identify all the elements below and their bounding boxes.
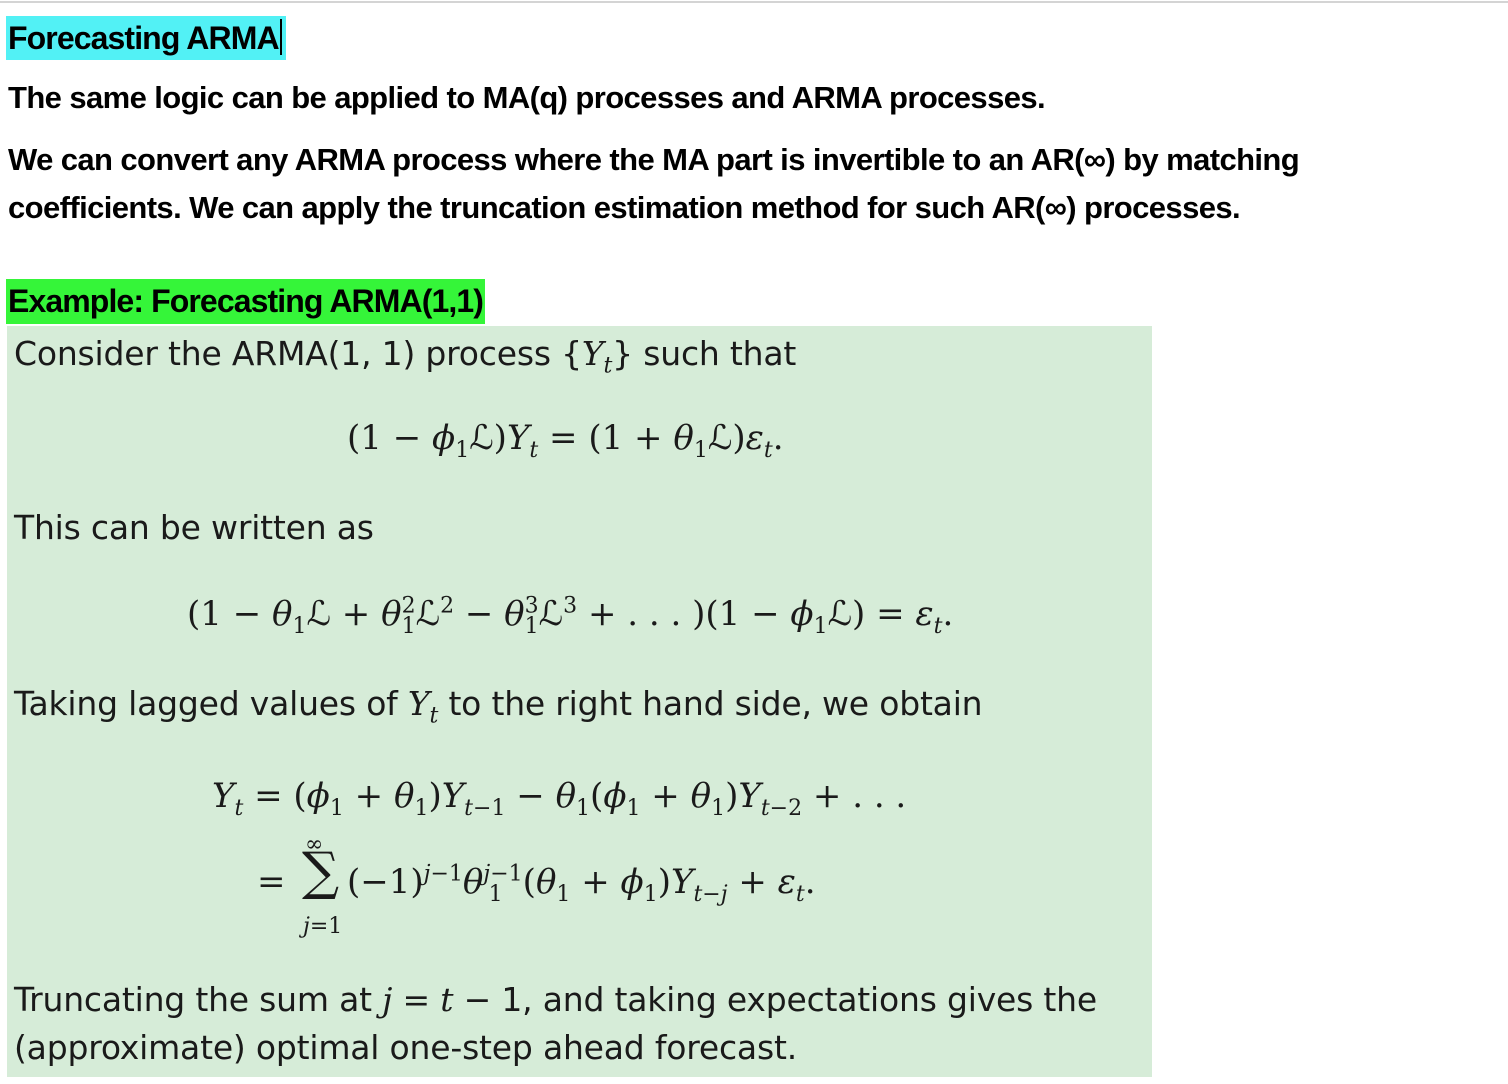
paragraph-2-line-2: coefficients. We can apply the truncatio…: [8, 190, 1241, 225]
text-cursor: [279, 19, 282, 55]
example-intro-text: Consider the ARMA(1, 1) process {Yt} suc…: [14, 334, 797, 379]
written-as-text: This can be written as: [14, 508, 374, 547]
example-heading: Example: Forecasting ARMA(1,1): [6, 279, 486, 324]
top-divider: [0, 1, 1508, 3]
example-slide-image: Consider the ARMA(1, 1) process {Yt} suc…: [7, 326, 1152, 1077]
equation-yt-line-2: (−1)j−1θj−11(θ1 + ϕ1)Yt−j + εt.: [347, 861, 816, 907]
section-heading-text: Forecasting ARMA: [8, 20, 280, 56]
equation-arma11: (1 − ϕ1ℒ)Yt = (1 + θ1ℒ)εt.: [347, 418, 784, 463]
paragraph-1: The same logic can be applied to MA(q) p…: [8, 80, 1046, 115]
sum-symbol: ∑: [302, 842, 340, 902]
truncating-text-line-1: Truncating the sum at j = t − 1, and tak…: [14, 980, 1097, 1019]
section-heading[interactable]: Forecasting ARMA: [6, 16, 286, 60]
paragraph-2-line-1: We can convert any ARMA process where th…: [8, 142, 1300, 177]
equation-expansion: (1 − θ1ℒ + θ21ℒ2 − θ31ℒ3 + . . . )(1 − ϕ…: [187, 593, 954, 639]
equation-yt-line-2-equals: =: [257, 862, 286, 902]
sum-upper-limit: ∞: [305, 832, 324, 857]
sum-lower-limit: j=1: [303, 914, 343, 939]
taking-lagged-text: Taking lagged values of Yt to the right …: [14, 684, 983, 729]
equation-yt-line-1: Yt = (ϕ1 + θ1)Yt−1 − θ1(ϕ1 + θ1)Yt−2 + .…: [212, 776, 907, 821]
truncating-text-line-2: (approximate) optimal one-step ahead for…: [14, 1028, 797, 1067]
